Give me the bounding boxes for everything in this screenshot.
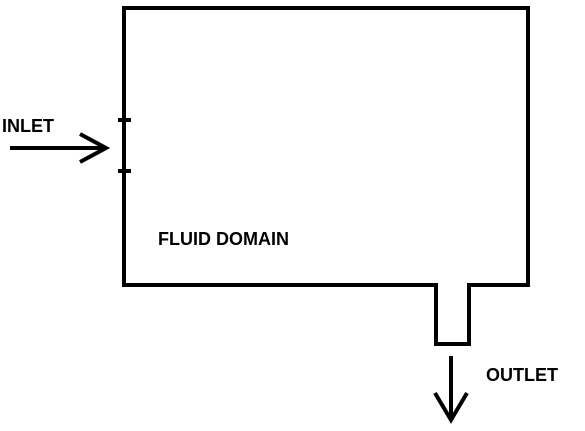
inlet-arrow <box>10 132 111 164</box>
inlet-label: INLET <box>2 116 54 136</box>
domain-boundary <box>122 6 530 346</box>
fluid-domain-label: FLUID DOMAIN <box>158 229 289 249</box>
outlet-arrow <box>433 356 469 424</box>
outlet-label: OUTLET <box>486 365 558 385</box>
